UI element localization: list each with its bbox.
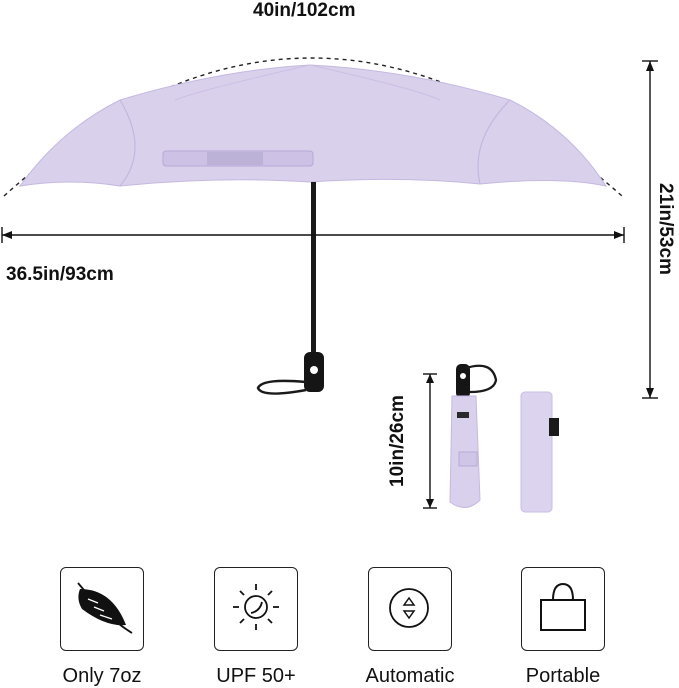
- umbrella-sleeve: [520, 391, 559, 513]
- feature-automatic-box: [368, 567, 452, 651]
- umbrella-handle: [304, 352, 324, 392]
- feature-upf-box: [214, 567, 298, 651]
- feature-upf-label: UPF 50+: [216, 665, 296, 687]
- open-span-label: 36.5in/93cm: [6, 264, 114, 285]
- folded-dimension-line: [423, 373, 437, 509]
- feature-weight: Only 7oz: [42, 567, 162, 688]
- brand-tag: Gorise: [212, 153, 235, 160]
- folded-length-label: 10in/26cm: [387, 395, 408, 487]
- feature-portable: Portable: [503, 567, 623, 688]
- open-height-label: 21in/53cm: [655, 183, 676, 275]
- feature-automatic-label: Automatic: [365, 665, 455, 687]
- span-dimension-line: [1, 227, 625, 243]
- umbrella-shaft: [311, 182, 316, 357]
- canopy-strap: [162, 150, 314, 167]
- feature-weight-label: Only 7oz: [62, 665, 142, 687]
- feature-portable-box: [521, 567, 605, 651]
- width-arc-dashed: [3, 57, 623, 197]
- folded-umbrella: [449, 364, 498, 508]
- feature-upf: UPF 50+: [196, 567, 316, 688]
- feature-portable-label: Portable: [525, 665, 601, 687]
- open-umbrella: [18, 64, 608, 395]
- feature-automatic: Automatic: [350, 567, 470, 688]
- open-width-arc-label: 40in/102cm: [253, 0, 356, 21]
- feature-weight-box: [60, 567, 144, 651]
- wrist-strap: [256, 379, 307, 395]
